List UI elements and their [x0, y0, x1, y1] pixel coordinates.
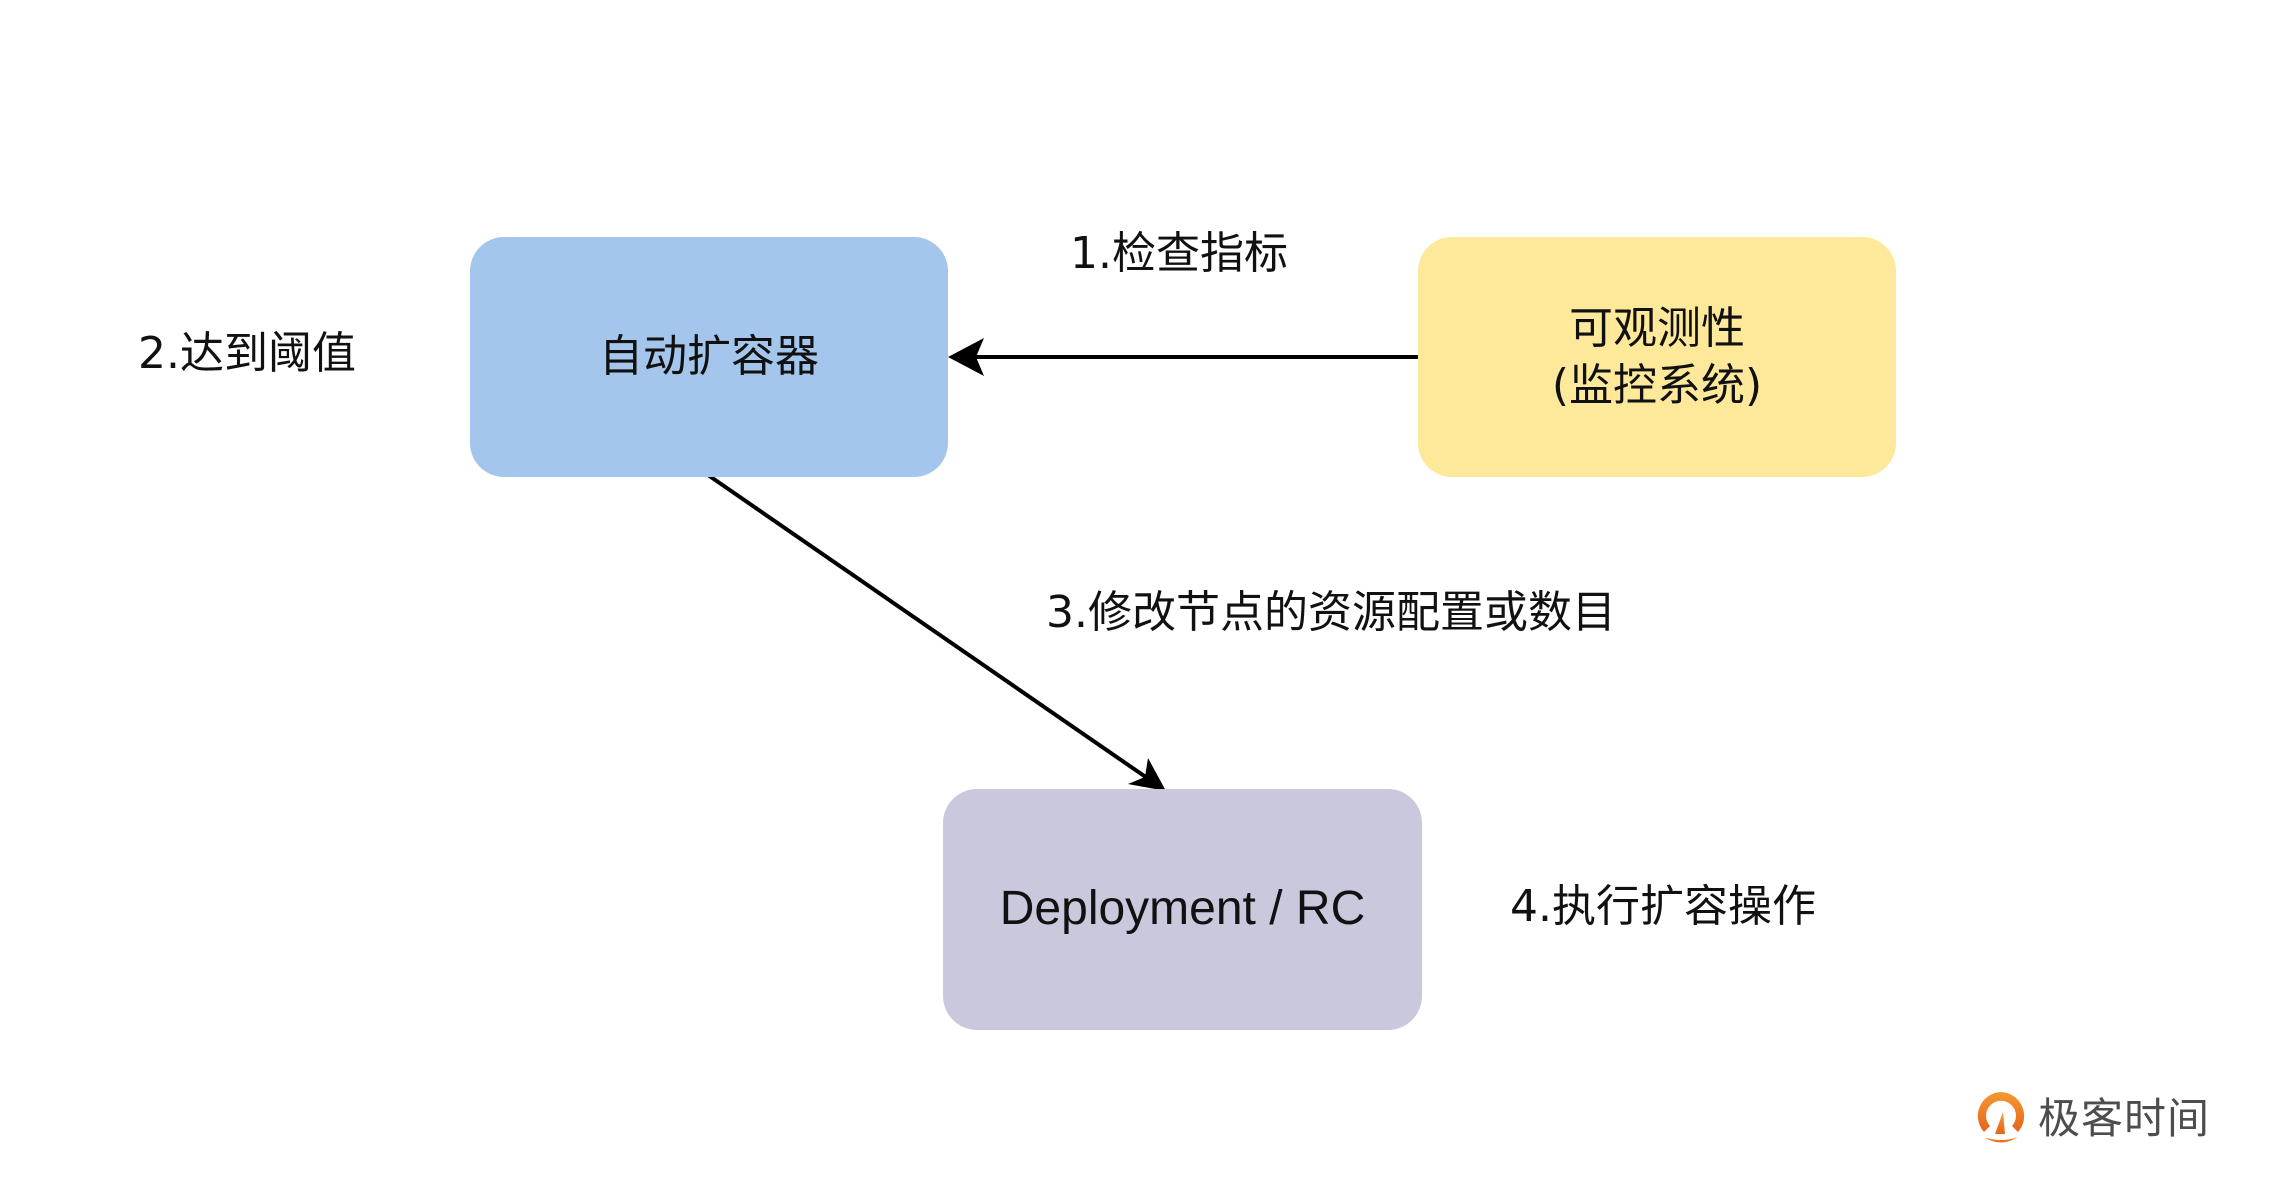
arrowhead-icon — [1128, 758, 1166, 791]
node-label: 自动扩容器 — [599, 331, 819, 383]
edge-label-check-metrics: 1.检查指标 — [1070, 228, 1288, 279]
node-label: Deployment / RC — [999, 882, 1366, 936]
annotation-execute-scaling: 4.执行扩容操作 — [1510, 881, 1816, 932]
edge-observability-to-autoscaler — [948, 338, 1418, 376]
node-label-line-2: (监控系统) — [1551, 360, 1763, 411]
node-deployment: Deployment / RC — [943, 789, 1422, 1030]
watermark-logo: 极客时间 — [1974, 1090, 2210, 1148]
annotation-threshold-reached: 2.达到阈值 — [138, 328, 356, 379]
edge-label-modify-resources: 3.修改节点的资源配置或数目 — [1046, 587, 1616, 638]
node-autoscaler: 自动扩容器 — [470, 237, 948, 477]
watermark-text: 极客时间 — [2038, 1094, 2211, 1143]
geektime-logo-icon — [1977, 1092, 2025, 1143]
node-label-line-1: 可观测性 — [1569, 302, 1745, 354]
arrowhead-icon — [948, 338, 984, 376]
node-observability: 可观测性 (监控系统) — [1418, 237, 1896, 477]
